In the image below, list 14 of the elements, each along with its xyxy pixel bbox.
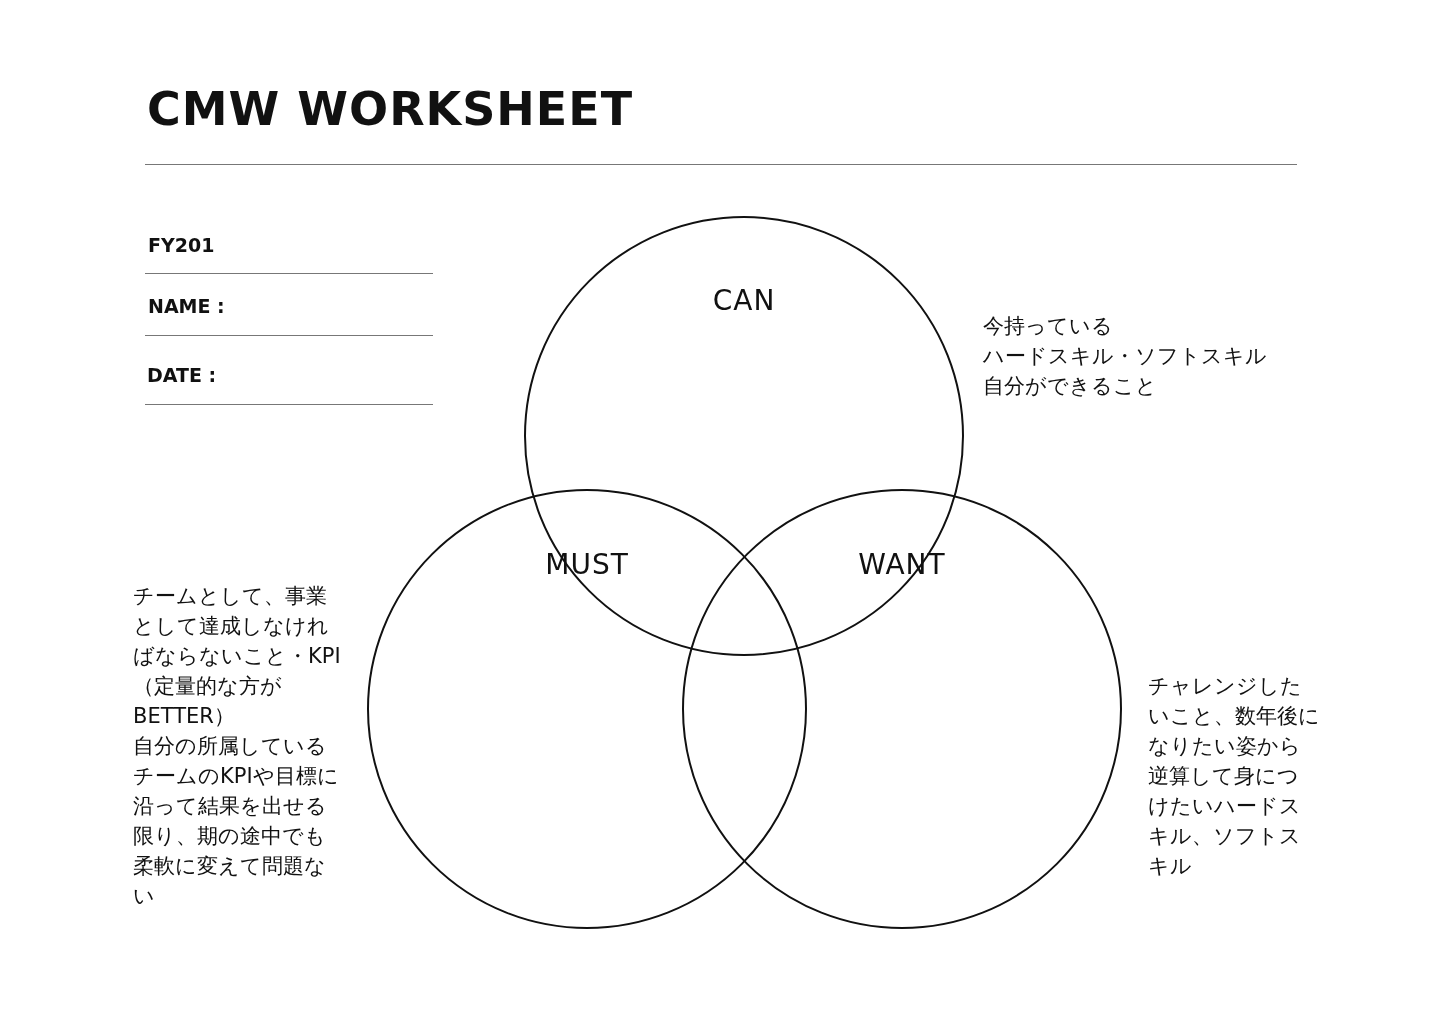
field-label: DATE :	[147, 364, 217, 386]
venn-circle	[524, 216, 964, 656]
description-text: 今持っている	[983, 313, 1114, 340]
field-label: FY201	[148, 234, 215, 256]
worksheet-title: CMW WORKSHEET	[147, 82, 634, 136]
description-text: 自分ができること	[983, 373, 1158, 400]
venn-circle	[367, 489, 807, 929]
description-text: 自分の所属しているチームのKPIや目標に沿って結果を出せる限り、期の途中でも柔軟に変えて問題ない	[133, 733, 340, 910]
venn-circle	[682, 489, 1122, 929]
description-text: チームとして、事業として達成しなければならないこと・KPI（定量的な方がBETTER）	[133, 583, 342, 730]
description-text: ハードスキル・ソフトスキル	[983, 343, 1268, 370]
field-label: NAME :	[148, 295, 225, 317]
circle-heading: CAN	[711, 284, 777, 317]
description-text: チャレンジしたいこと、数年後になりたい姿から逆算して身につけたいハードスキル、ソフトスキル	[1148, 673, 1320, 880]
